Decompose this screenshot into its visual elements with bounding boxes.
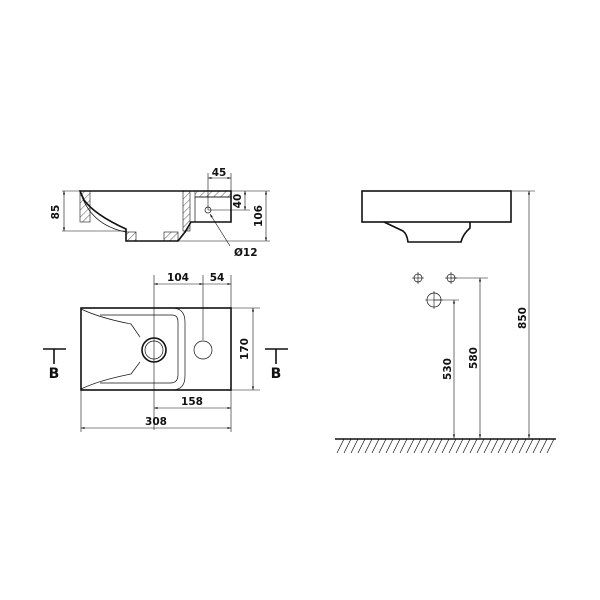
dim-waste-height-530: 530 <box>442 358 454 380</box>
dim-rim-height-850: 850 <box>517 307 529 329</box>
tap-hole-icon <box>193 340 213 360</box>
dim-supply-height-580: 580 <box>468 347 480 369</box>
svg-text:B: B <box>271 366 282 382</box>
dim-tap-to-edge-54: 54 <box>210 272 225 284</box>
dim-drain-to-tap-104: 104 <box>167 272 189 284</box>
svg-text:B: B <box>49 366 60 382</box>
dim-hole-diameter: Ø12 <box>234 247 258 259</box>
supply-point-left-icon <box>412 272 424 284</box>
plan-view: 104 54 170 158 308 B B <box>43 272 288 432</box>
dim-tap-height-40: 40 <box>232 194 244 209</box>
dim-depth-85: 85 <box>50 205 62 220</box>
section-marker-right: B <box>265 348 288 382</box>
section-marker-left: B <box>43 348 66 382</box>
section-view: 85 106 45 40 Ø12 <box>50 167 270 259</box>
elevation-view: 850 580 530 <box>335 190 556 454</box>
dim-drain-to-edge-158: 158 <box>181 396 203 408</box>
dim-tap-offset-45: 45 <box>212 167 227 179</box>
dim-depth-170: 170 <box>239 338 251 360</box>
dim-width-308: 308 <box>145 416 167 428</box>
floor-hatch <box>335 438 556 454</box>
dim-height-106: 106 <box>253 205 265 227</box>
